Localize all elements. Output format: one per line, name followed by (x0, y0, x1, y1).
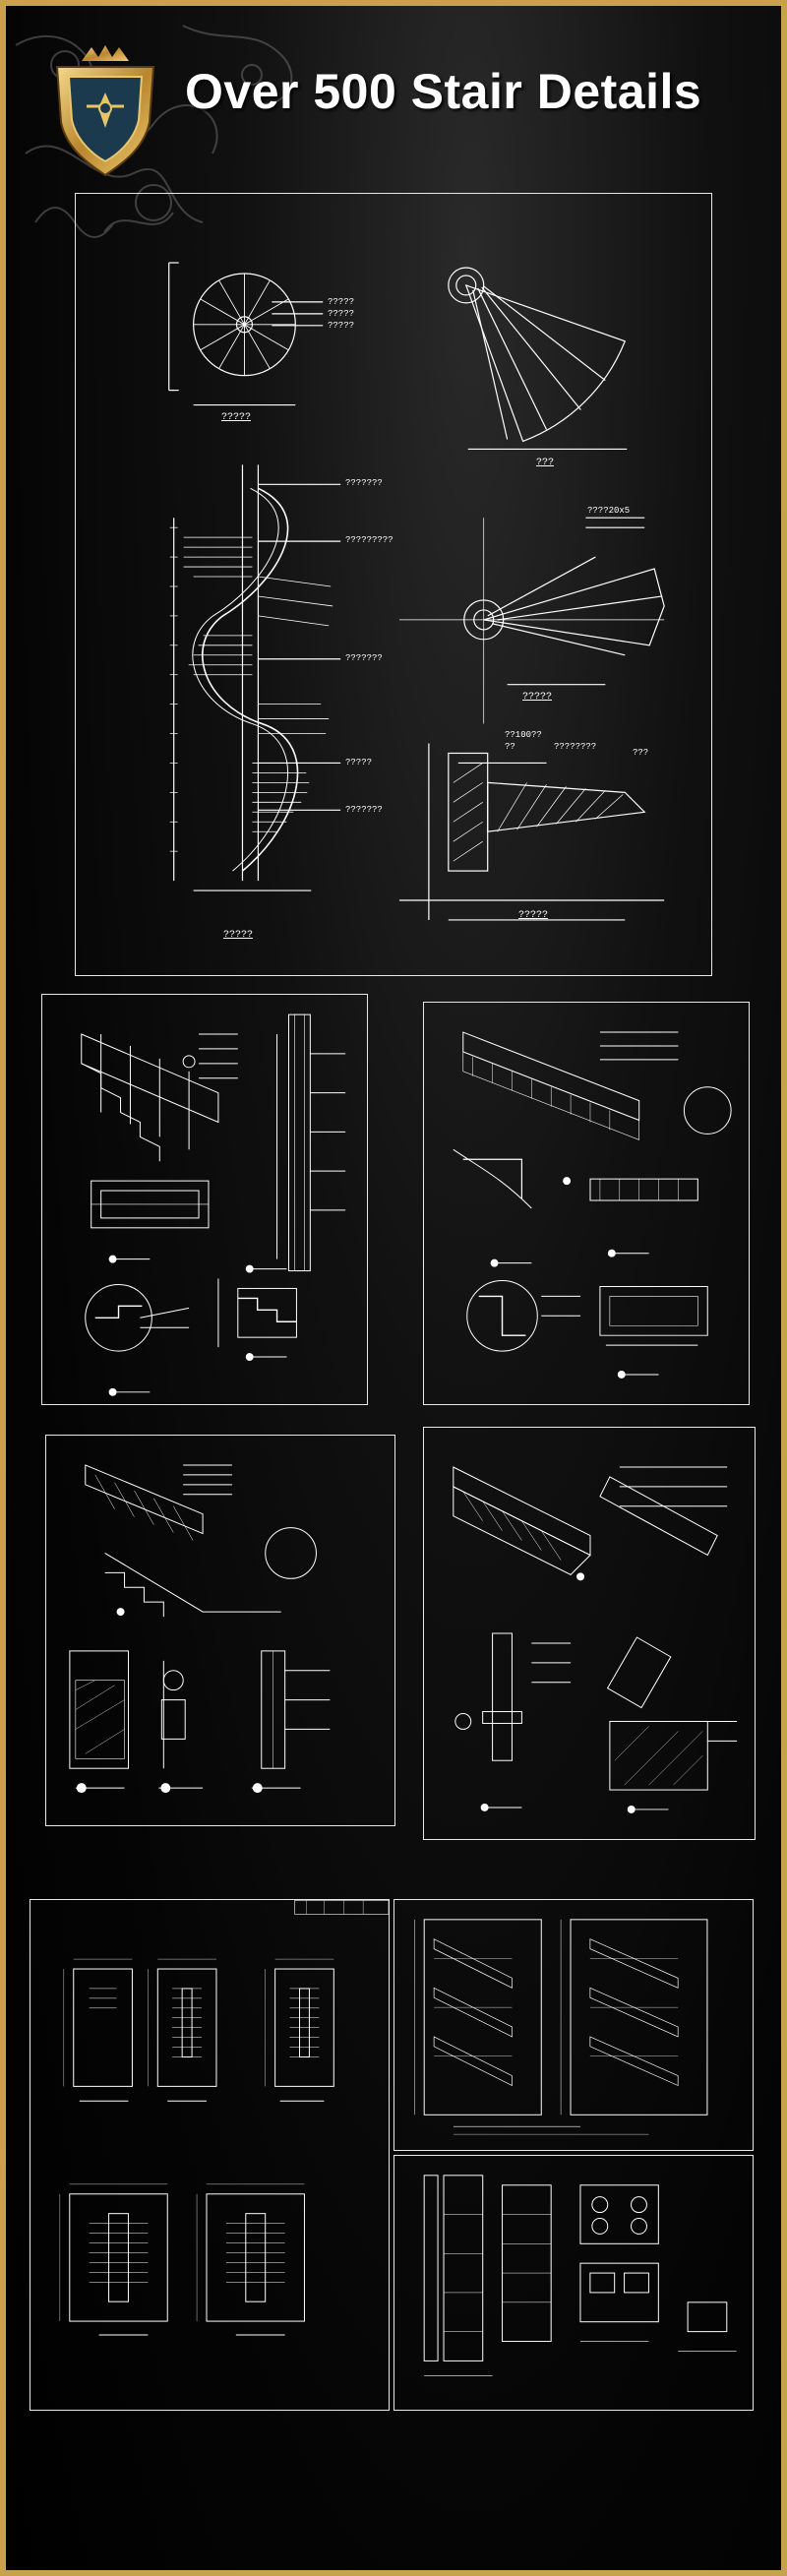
stair-details-drawing (423, 2175, 737, 2376)
handrail-detail-drawing-a (69, 1464, 331, 1794)
handrail-detail-drawing-b (453, 1466, 738, 1813)
callout-label: ??? (633, 748, 649, 758)
callout-label: ?? (505, 742, 515, 752)
crest-logo (55, 45, 155, 177)
railing-detail-sheet-a (41, 994, 368, 1405)
callout-label: ????????? (345, 535, 394, 545)
caption-elevation: ????? (223, 930, 254, 941)
stair-details-sheet (394, 2155, 754, 2411)
spiral-stair-drawing (168, 262, 665, 921)
caption-section: ????? (518, 910, 549, 921)
handrail-detail-sheet-b (423, 1427, 756, 1840)
stair-sections-sheet (394, 1899, 754, 2151)
caption-fan-plan-2: ????? (522, 692, 553, 703)
stair-sections-drawing (414, 1919, 708, 2135)
callout-dimension: ????20x5 (587, 506, 631, 516)
callout-label: ??????? (345, 478, 383, 488)
callout-label: ??????? (345, 805, 383, 815)
railing-detail-drawing-b (453, 1031, 732, 1379)
stair-plans-drawing (59, 1900, 389, 2336)
callout-label: ????? (328, 297, 355, 307)
banner-title: Over 500 Stair Details (185, 64, 702, 119)
spiral-stair-sheet: ????? ????? ????? ????? ??? ??????? ????… (75, 193, 712, 976)
callout-label: ????? (328, 321, 355, 331)
callout-label: ????? (345, 758, 373, 767)
stair-plans-sheet (30, 1899, 390, 2411)
caption-circle-plan: ????? (221, 412, 252, 423)
callout-label: ????? (328, 309, 355, 319)
caption-fan-plan: ??? (536, 458, 555, 468)
railing-detail-drawing-a (81, 1013, 346, 1396)
handrail-detail-sheet-a (45, 1435, 395, 1826)
callout-label: ??????? (345, 653, 383, 663)
callout-label: ???????? (554, 742, 597, 752)
callout-label: ??100?? (505, 730, 542, 740)
railing-detail-sheet-b (423, 1002, 750, 1405)
